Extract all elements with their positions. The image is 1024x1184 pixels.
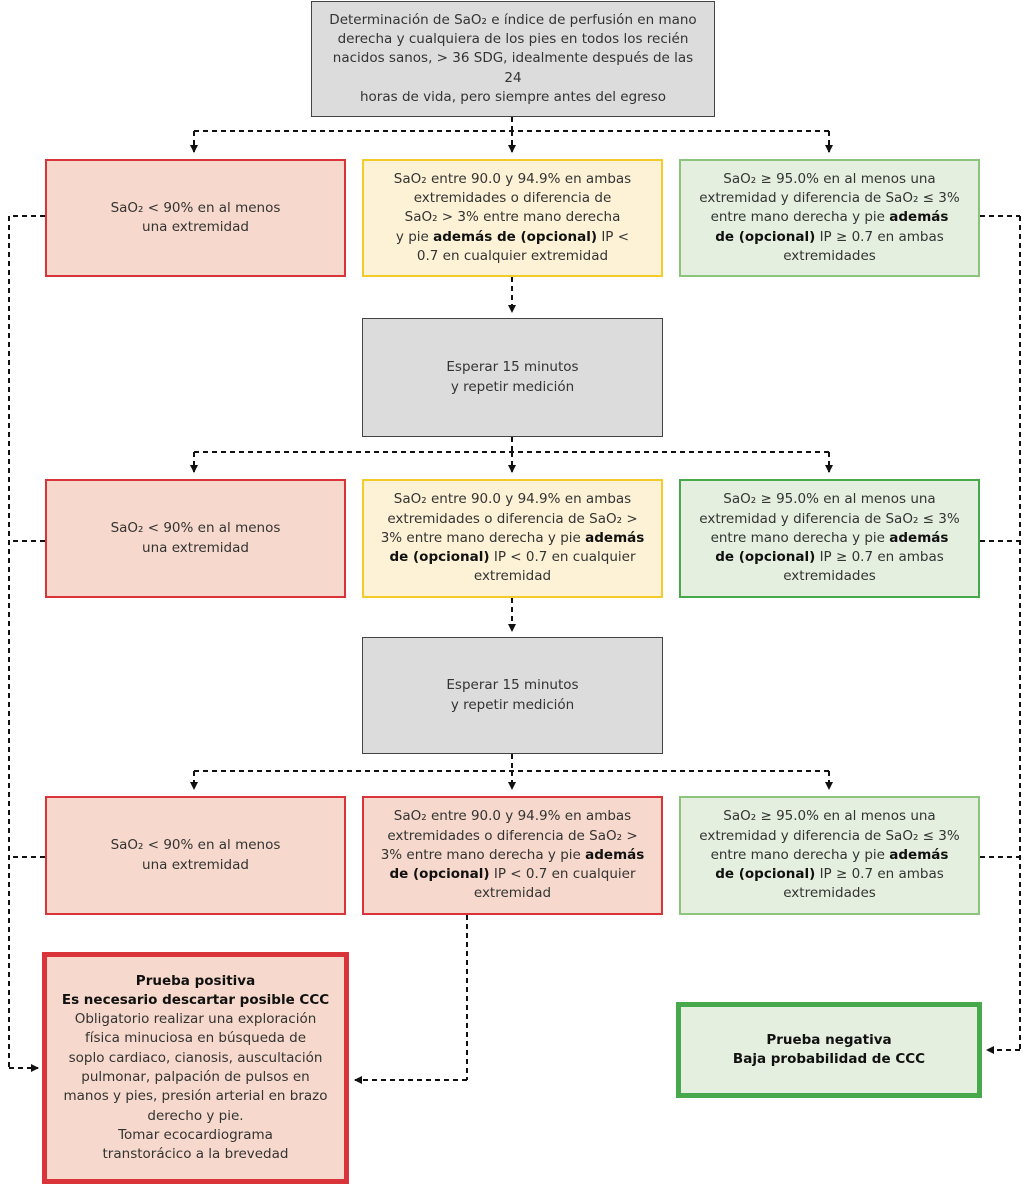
positive-title: Prueba positiva [135, 972, 256, 989]
row1-repeat-line-5: 0.7 en cualquier extremidad [416, 247, 609, 264]
row3-pass-line-5: extremidades [783, 885, 876, 902]
row1-pass-line-5: extremidades [783, 247, 876, 264]
positive-line-3: soplo cardiaco, cianosis, auscultación [68, 1049, 323, 1066]
row3-fail-box: SaO₂ < 90% en al menos una extremidad [45, 796, 346, 915]
row3-borderline-line-1: SaO₂ entre 90.0 y 94.9% en ambas [393, 808, 632, 825]
row3-pass-line-4: de (opcional) IP ≥ 0.7 en ambas [715, 866, 944, 883]
row1-fail-box: SaO₂ < 90% en al menos una extremidad [45, 159, 346, 277]
row3-pass-line-3: entre mano derecha y pie además [710, 846, 949, 863]
row3-borderline-line-4: de (opcional) IP < 0.7 en cualquier [389, 866, 636, 883]
wait1-box: Esperar 15 minutos y repetir medición [362, 318, 663, 437]
row2-repeat-line-4: de (opcional) IP < 0.7 en cualquier [389, 549, 636, 566]
row2-pass-line-5: extremidades [783, 568, 876, 585]
negative-subtitle: Baja probabilidad de CCC [732, 1051, 926, 1067]
row1-repeat-line-2: extremidades o diferencia de [413, 190, 612, 207]
positive-line-1: Obligatorio realizar una exploración [74, 1011, 317, 1028]
row2-pass-line-2: extremidad y diferencia de SaO₂ ≤ 3% [699, 510, 960, 527]
row1-repeat-bold: además de (opcional) [433, 228, 598, 245]
row1-pass-line-3: entre mano derecha y pie además [710, 209, 949, 226]
row1-fail-line-1: SaO₂ < 90% en al menos [110, 199, 281, 216]
row2-repeat-line-5: extremidad [473, 568, 552, 585]
initial-measurement-box: Determinación de SaO₂ e índice de perfus… [311, 1, 715, 117]
initial-line-3: nacidos sanos, > 36 SDG, idealmente desp… [332, 50, 694, 86]
initial-line-4: horas de vida, pero siempre antes del eg… [359, 88, 667, 105]
negative-title: Prueba negativa [766, 1031, 892, 1048]
row3-pass-line-2: extremidad y diferencia de SaO₂ ≤ 3% [699, 827, 960, 844]
row1-repeat-box: SaO₂ entre 90.0 y 94.9% en ambas extremi… [362, 159, 663, 277]
wait2-box: Esperar 15 minutos y repetir medición [362, 637, 663, 754]
row3-borderline-line-2: extremidades o diferencia de SaO₂ > [387, 827, 638, 844]
wait2-line-1: Esperar 15 minutos [446, 677, 579, 694]
row1-pass-box: SaO₂ ≥ 95.0% en al menos una extremidad … [679, 159, 980, 277]
row3-borderline-line-3: 3% entre mano derecha y pie además [380, 846, 645, 863]
positive-line-7: Tomar ecocardiograma [118, 1126, 273, 1143]
row1-pass-line-4: de (opcional) IP ≥ 0.7 en ambas [715, 228, 944, 245]
row1-repeat-line-4: y pie además de (opcional) IP < [395, 228, 630, 245]
wait1-line-1: Esperar 15 minutos [446, 359, 579, 376]
row1-repeat-line-3: SaO₂ > 3% entre mano derecha [404, 209, 621, 226]
row3-pass-box: SaO₂ ≥ 95.0% en al menos una extremidad … [679, 796, 980, 915]
initial-line-2: derecha y cualquiera de los pies en todo… [337, 31, 689, 48]
positive-line-2: física minuciosa en búsqueda de [84, 1030, 307, 1047]
row2-fail-line-2: una extremidad [142, 539, 249, 556]
positive-line-4: pulmonar, palpación de pulsos en [81, 1069, 310, 1085]
wait2-line-2: y repetir medición [450, 696, 575, 713]
row1-fail-line-2: una extremidad [142, 219, 249, 235]
row2-pass-line-3: entre mano derecha y pie además [710, 529, 949, 546]
row3-fail-line-2: una extremidad [142, 856, 249, 873]
positive-subtitle: Es necesario descartar posible CCC [61, 991, 330, 1008]
row2-repeat-line-1: SaO₂ entre 90.0 y 94.9% en ambas [393, 491, 632, 508]
positive-line-8: transtorácico a la brevedad [102, 1146, 289, 1163]
row2-repeat-line-3: 3% entre mano derecha y pie además [380, 529, 645, 546]
row3-pass-line-1: SaO₂ ≥ 95.0% en al menos una [723, 808, 936, 825]
row2-repeat-line-2: extremidades o diferencia de SaO₂ > [387, 510, 638, 527]
row3-borderline-box: SaO₂ entre 90.0 y 94.9% en ambas extremi… [362, 796, 663, 915]
row2-repeat-box: SaO₂ entre 90.0 y 94.9% en ambas extremi… [362, 479, 663, 598]
positive-line-5: manos y pies, presión arterial en brazo [63, 1088, 328, 1105]
row2-pass-line-4: de (opcional) IP ≥ 0.7 en ambas [715, 549, 944, 566]
positive-line-6: derecho y pie. [147, 1107, 244, 1124]
negative-result-box: Prueba negativa Baja probabilidad de CCC [676, 1002, 982, 1098]
positive-result-box: Prueba positiva Es necesario descartar p… [42, 952, 349, 1184]
row1-repeat-line-1: SaO₂ entre 90.0 y 94.9% en ambas [393, 170, 632, 187]
row2-pass-line-1: SaO₂ ≥ 95.0% en al menos una [723, 491, 936, 508]
row3-fail-line-1: SaO₂ < 90% en al menos [110, 837, 281, 854]
row3-borderline-line-5: extremidad [473, 885, 552, 902]
row1-pass-line-2: extremidad y diferencia de SaO₂ ≤ 3% [699, 190, 960, 207]
row2-pass-box: SaO₂ ≥ 95.0% en al menos una extremidad … [679, 479, 980, 598]
row2-fail-line-1: SaO₂ < 90% en al menos [110, 520, 281, 537]
wait1-line-2: y repetir medición [450, 378, 575, 395]
row1-pass-line-1: SaO₂ ≥ 95.0% en al menos una [723, 170, 936, 187]
initial-line-1: Determinación de SaO₂ e índice de perfus… [329, 11, 697, 28]
row2-fail-box: SaO₂ < 90% en al menos una extremidad [45, 479, 346, 598]
